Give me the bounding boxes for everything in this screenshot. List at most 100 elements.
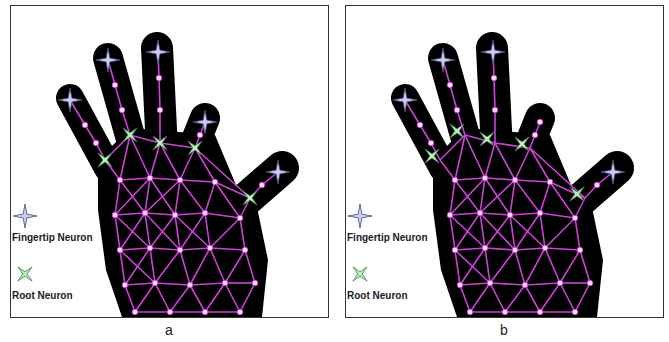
mesh-link [460,283,490,285]
mesh-link [540,283,560,312]
mesh-link [515,148,530,180]
mesh-link [515,213,540,250]
mesh-link [225,283,240,312]
mesh-link [195,148,250,198]
mesh-link [170,311,205,313]
neuron-dot [487,280,493,286]
mesh-link [495,143,515,180]
neuron-dot [537,210,543,216]
neuron-dot [447,212,453,218]
root-neuron-symbol [243,191,257,205]
neuron-dot [112,212,118,218]
mesh-link [545,248,580,250]
mesh-link [120,248,150,250]
neuron-dot [417,122,423,128]
neuron-dot [537,309,543,315]
mesh-link [525,283,560,285]
mesh-link [540,213,575,218]
root-neuron-symbol [570,187,584,201]
mesh-link [180,180,215,182]
mesh-link [560,283,575,312]
neuron-dot [587,280,593,286]
mesh-link [175,215,180,250]
fingertip-neuron-symbol [266,160,290,184]
mesh-link [440,135,465,160]
mesh-link [575,218,580,250]
mesh-link [205,182,215,213]
mesh-link [455,135,465,180]
mesh-link [485,248,515,250]
neuron-dot [447,82,453,88]
neuron-dot [259,182,265,188]
neuron-dot [157,107,163,113]
mesh-link [225,250,245,283]
fingertip-neuron-symbol [601,160,625,184]
mesh-link [150,215,175,248]
mesh-link [450,178,485,215]
neuron-dot [147,175,153,181]
mesh-link [180,180,205,213]
mesh-link [115,213,145,215]
mesh-link [145,213,180,250]
mesh-link [210,248,245,250]
neuron-dot [492,107,498,113]
mesh-link [120,135,130,180]
mesh-link [190,283,225,285]
mesh-link [505,285,525,312]
mesh-link [405,100,420,125]
neuron-dot [577,247,583,253]
mesh-link [205,311,240,313]
neuron-dot [242,247,248,253]
legend-label: Root Neuron [11,290,74,301]
mesh-link [180,248,210,250]
neuron-dot [572,215,578,221]
neuron-dot [177,177,183,183]
neuron-dot [177,247,183,253]
neuron-dot [452,247,458,253]
neuron-dot [156,75,162,81]
neuron-dot [594,182,600,188]
mesh-link [215,182,250,198]
mesh-link [485,215,510,248]
mesh-link [494,78,495,110]
mesh-link [450,213,480,215]
mesh-link [440,160,455,180]
neuron-dot [167,309,173,315]
mesh-link [145,213,175,215]
mesh-link [580,250,590,283]
neuron-dot [207,245,213,251]
mesh-link [240,218,245,250]
mesh-link [560,282,590,284]
neuron-dot [452,177,458,183]
mesh-link [490,283,505,312]
neuron-dot [457,282,463,288]
mesh-link [130,135,150,178]
mesh-link [470,311,505,313]
mesh-link [245,250,255,283]
mesh-link [150,178,180,180]
mesh-link [195,148,215,182]
mesh-link [115,215,120,250]
mesh-link [515,180,540,213]
mesh-link [480,178,485,213]
mesh-link [115,178,150,215]
mesh-link [485,178,515,180]
fingertip-neuron-symbol [348,204,372,228]
mesh-link [125,285,135,312]
mesh-link [515,248,545,250]
mesh-link [115,85,122,110]
mesh-link [120,178,150,180]
mesh-link [480,213,510,215]
mesh-link [180,213,205,250]
mesh-link [135,283,155,312]
neuron-dot [482,175,488,181]
mesh-link [159,78,160,110]
mesh-link [575,283,590,312]
mesh-link [190,248,210,285]
mesh-link [70,100,85,125]
neuron-dot [202,309,208,315]
root-neuron-symbol [515,137,529,151]
fingertip-neuron-symbol [393,88,417,112]
